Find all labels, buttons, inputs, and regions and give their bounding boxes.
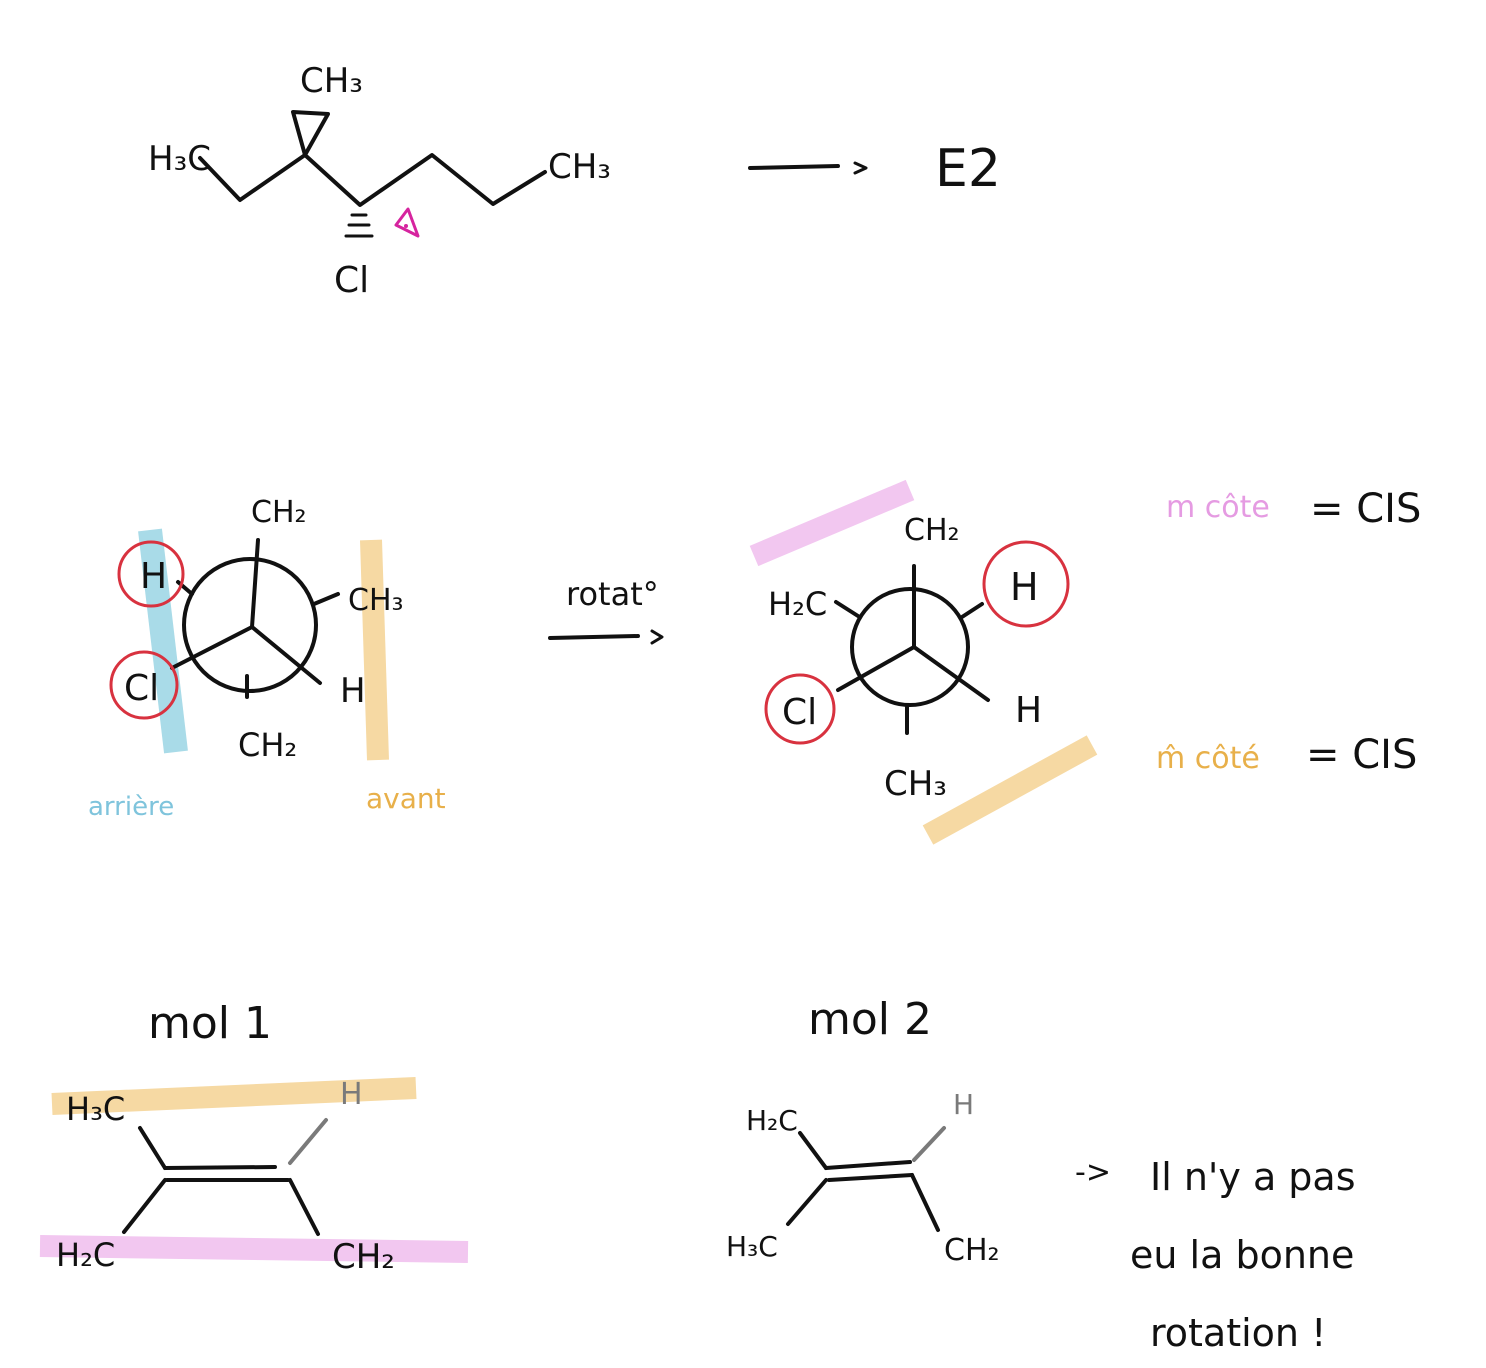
front-bond-left: [836, 645, 916, 692]
reaction-arrow: [748, 161, 868, 175]
conclusion-line-2: eu la bonne: [1130, 1233, 1354, 1277]
newman-left-h: H: [140, 556, 167, 597]
carbon-chain: [198, 153, 547, 207]
note-orange: m̂ côté: [1156, 741, 1260, 776]
bond-top-right: [288, 1118, 328, 1165]
newman-left-top: CH₂: [251, 495, 307, 530]
double-bond-b: [827, 1173, 914, 1182]
mol1: mol 1 H₃C H H₂C CH₂: [39, 998, 469, 1277]
newman-right-h: H: [1015, 690, 1042, 731]
newman-left-cl: Cl: [124, 668, 159, 709]
label-avant: avant: [366, 782, 446, 815]
front-bond-right: [912, 645, 990, 702]
reaction-type-e2: E2: [935, 139, 1001, 199]
note-pink: m côte: [1166, 490, 1270, 525]
label-ch3-right: CH₃: [548, 147, 611, 187]
red-circle-h: [117, 540, 185, 608]
bond-bottom-left: [786, 1178, 828, 1226]
rotation-label: rotat°: [566, 575, 659, 613]
highlight-orange: [922, 735, 1098, 845]
note-pink-result: = CIS: [1310, 486, 1421, 532]
newman-right-h2c: H₂C: [768, 585, 827, 623]
double-bond-a: [824, 1160, 912, 1170]
newman-left-bottom: CH₂: [238, 726, 297, 764]
newman-right-h-circled: H: [1010, 565, 1039, 609]
newman-left-ch3: CH₃: [348, 583, 404, 618]
wedge-substituent: [291, 110, 330, 157]
label-arriere: arrière: [88, 792, 174, 822]
bond-top-left: [798, 1131, 828, 1170]
conclusion-line-3: rotation !: [1150, 1311, 1326, 1355]
newman-circle-left: [182, 557, 318, 693]
label-cl: Cl: [334, 260, 369, 301]
newman-right-bottom: CH₃: [884, 764, 947, 804]
front-bond-right: [250, 625, 322, 685]
front-bond-left: [170, 625, 254, 670]
red-circle-h-right: [982, 540, 1070, 628]
mol2-title: mol 2: [808, 994, 932, 1045]
rotation-arrow: [548, 629, 664, 645]
eye-viewpoint-icon: [394, 207, 420, 238]
mol2-top-right: H: [953, 1088, 974, 1121]
newman-left-h-right: H: [340, 671, 366, 711]
front-bond-top: [250, 538, 260, 629]
mol1-title: mol 1: [148, 998, 272, 1049]
highlight-orange-mol1: [51, 1077, 417, 1115]
label-ch3-top: CH₃: [300, 61, 363, 101]
back-bond-h2c: [834, 600, 860, 618]
bond-bottom-right: [288, 1178, 320, 1236]
skeletal-structure: H₃C CH₃ CH₃ Cl: [148, 61, 611, 301]
highlight-front: [360, 539, 389, 761]
newman-right-cl: Cl: [782, 692, 817, 733]
bond-top-left: [138, 1126, 167, 1170]
mol2-top-left: H₂C: [746, 1104, 798, 1137]
conclusion: -> Il n'y a pas eu la bonne rotation !: [1075, 1155, 1356, 1355]
newman-right-top: CH₂: [904, 513, 960, 548]
highlight-back: [138, 528, 188, 754]
highlight-pink: [749, 479, 915, 567]
mol1-top-right: H: [340, 1077, 363, 1112]
newman-right: CH₂ H₂C H Cl H CH₃: [749, 479, 1098, 845]
mol1-bottom-left: H₂C: [56, 1236, 115, 1274]
highlight-pink-mol1: [39, 1235, 469, 1263]
mol2: mol 2 H₂C H H₃C CH₂: [726, 994, 1000, 1268]
note-orange-result: = CIS: [1306, 732, 1417, 778]
back-bond-h: [960, 602, 984, 619]
back-bond-ch3: [312, 592, 340, 606]
double-bond-a: [163, 1165, 277, 1170]
mol2-bottom-left: H₃C: [726, 1230, 778, 1263]
red-circle-cl-right: [764, 673, 836, 745]
bond-bottom-right: [910, 1173, 940, 1232]
newman-left: CH₂ H CH₃ Cl H CH₂ arrière avant: [88, 495, 446, 822]
mol1-top-left: H₃C: [66, 1090, 125, 1128]
conclusion-line-1: Il n'y a pas: [1150, 1155, 1356, 1199]
label-h3c-left: H₃C: [148, 139, 211, 179]
newman-circle-right: [850, 587, 970, 707]
bond-top-right: [912, 1126, 946, 1162]
bond-bottom-left: [122, 1178, 167, 1234]
mol1-bottom-right: CH₂: [332, 1237, 395, 1277]
red-circle-cl: [109, 650, 179, 720]
conclusion-arrow: ->: [1075, 1155, 1111, 1190]
mol2-bottom-right: CH₂: [944, 1233, 1000, 1268]
